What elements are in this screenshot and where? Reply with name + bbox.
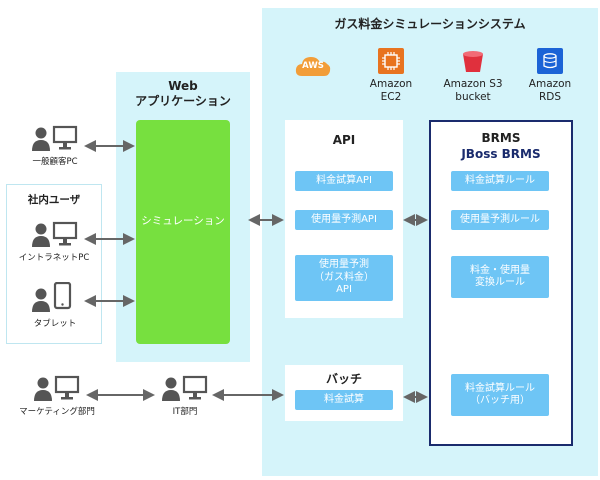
aws-logo-text: AWS bbox=[302, 61, 324, 71]
brms-item-batch-fee-rule[interactable]: 料金試算ルール （バッチ用） bbox=[451, 374, 549, 416]
rds-icon bbox=[537, 48, 563, 74]
internal-users-title: 社内ユーザ bbox=[27, 194, 81, 206]
s3-icon bbox=[460, 48, 486, 74]
customer-pc-label: 一般顧客PC bbox=[32, 157, 78, 167]
intranet-pc-label: イントラネットPC bbox=[18, 253, 90, 263]
brms-item-usage-rule[interactable]: 使用量予測ルール bbox=[451, 210, 549, 230]
simulation-label: シミュレーション bbox=[141, 215, 225, 227]
batch-title: バッチ bbox=[325, 372, 362, 386]
api-item-usage-forecast[interactable]: 使用量予測API bbox=[295, 210, 393, 230]
aws-logo: AWS bbox=[294, 54, 332, 78]
internal-users-panel bbox=[6, 184, 102, 344]
web-app-title-line2: アプリケーション bbox=[135, 94, 231, 108]
tablet-icon bbox=[30, 281, 74, 312]
api-item-usage-forecast-gas-fee[interactable]: 使用量予測 （ガス料金） API bbox=[295, 255, 393, 301]
it-dept-label: IT部門 bbox=[172, 407, 198, 417]
simulation-box[interactable] bbox=[136, 120, 230, 344]
intranet-pc-icon bbox=[30, 220, 80, 248]
customer-pc-icon bbox=[30, 124, 80, 152]
tablet-label: タブレット bbox=[33, 319, 77, 329]
brms-item-fee-rule[interactable]: 料金試算ルール bbox=[451, 171, 549, 191]
brms-item-conversion-rule[interactable]: 料金・使用量 変換ルール bbox=[451, 256, 549, 298]
batch-item-fee-calc[interactable]: 料金試算 bbox=[295, 390, 393, 410]
brms-subtitle: JBoss BRMS bbox=[461, 147, 541, 161]
ec2-label: Amazon EC2 bbox=[369, 78, 413, 103]
ec2-icon bbox=[378, 48, 404, 74]
marketing-label: マーケティング部門 bbox=[19, 407, 95, 417]
s3-label: Amazon S3 bucket bbox=[443, 78, 503, 103]
brms-title: BRMS bbox=[481, 131, 521, 145]
api-item-fee-calc[interactable]: 料金試算API bbox=[295, 171, 393, 191]
web-app-title: Web アプリケーション bbox=[116, 79, 250, 109]
it-dept-pc-icon bbox=[160, 374, 210, 402]
marketing-pc-icon bbox=[32, 374, 82, 402]
api-title: API bbox=[332, 133, 356, 147]
web-app-title-line1: Web bbox=[168, 79, 198, 93]
system-title: ガス料金シミュレーションシステム bbox=[334, 17, 526, 31]
rds-label: Amazon RDS bbox=[528, 78, 572, 103]
